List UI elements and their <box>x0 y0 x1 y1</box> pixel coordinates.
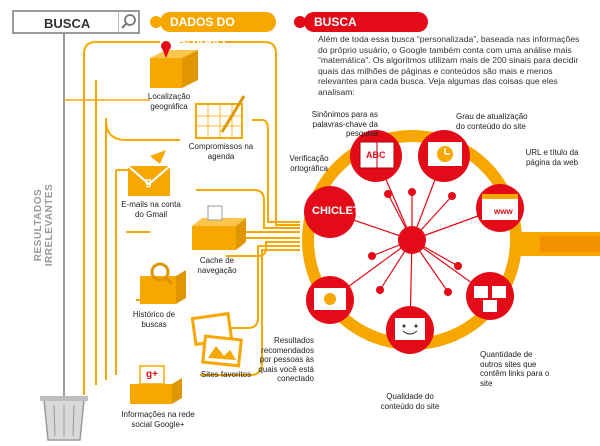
label-gmail: E-mails na conta do Gmail <box>121 200 181 219</box>
label-schedule: Compromissos na agenda <box>188 142 254 161</box>
irrelevant-results-label: RESULTADOS IRRELEVANTES <box>33 183 55 267</box>
label-spelling: Verificação ortográfica <box>289 154 329 173</box>
browser-icon <box>482 194 518 220</box>
label-history: Histórico de buscas <box>132 310 176 329</box>
gmail-envelope-icon <box>127 150 171 196</box>
search-query: BUSCA <box>44 16 91 31</box>
history-boxes-icon <box>140 262 186 304</box>
book-icon <box>359 141 395 169</box>
label-favorites: Sites favoritos <box>200 370 252 379</box>
www-text: www <box>494 207 513 216</box>
clock-monitor-icon <box>428 142 462 166</box>
math-search-dot <box>294 16 306 28</box>
linked-sites-icon <box>474 286 506 312</box>
user-data-dot <box>150 16 162 28</box>
user-data-title: DADOS DO USUÁRIO <box>160 12 276 49</box>
gmail-g-text: g <box>145 176 152 188</box>
label-synonyms: Sinônimos para as palavras-chave da pesq… <box>311 110 378 138</box>
label-links: Quantidade de outros sites que contêm li… <box>480 350 550 388</box>
gplus-text: g+ <box>146 369 158 380</box>
trash-icon <box>40 396 88 441</box>
spelling-word: CHICLETE <box>312 205 367 217</box>
search-button[interactable] <box>118 12 139 32</box>
label-url-title: URL e título da página da web <box>525 148 579 167</box>
abc-text: ABC <box>366 150 386 160</box>
label-recommended: Resultados recomendados por pessoas às q… <box>258 336 314 383</box>
label-gplus: Informações na rede social Google+ <box>121 410 195 429</box>
smiley-monitor-icon <box>395 318 425 340</box>
math-search-title: BUSCA MATEMÁTICA <box>304 12 428 49</box>
label-update: Grau de atualização do conteúdo do site <box>456 112 528 131</box>
favorite-frames-icon <box>190 311 243 368</box>
gplus-box-icon <box>130 365 182 404</box>
cache-blocks-icon <box>192 205 246 250</box>
label-quality: Qualidade do conteúdo do site <box>380 392 440 411</box>
webcam-person-icon <box>314 288 346 310</box>
search-icon <box>121 14 136 29</box>
left-pipe <box>63 34 150 396</box>
math-search-description: Além de toda essa busca “personalizada”,… <box>318 34 580 97</box>
label-cache: Cache de navegação <box>197 256 237 275</box>
location-box-icon <box>150 41 198 88</box>
label-location: Localização geográfica <box>147 92 191 111</box>
calendar-icon <box>195 95 246 139</box>
